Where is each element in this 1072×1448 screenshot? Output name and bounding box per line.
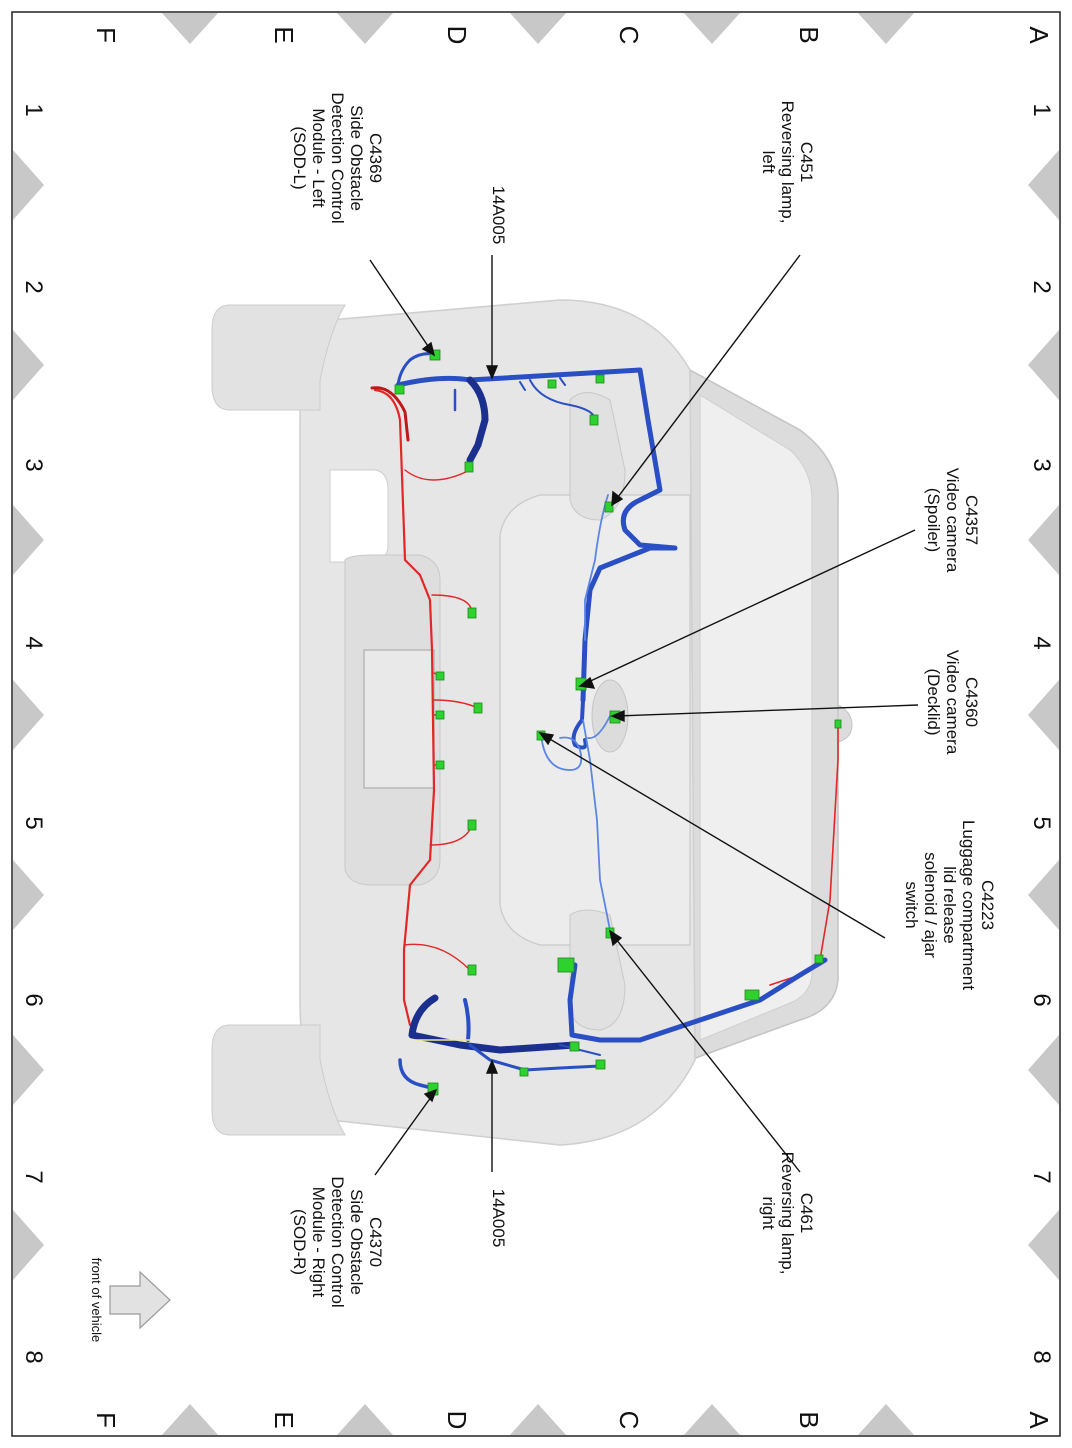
grid-letter-c-top: C bbox=[614, 26, 644, 45]
callout-c4223-id: C4223 bbox=[978, 880, 997, 930]
callout-harness-top-id: 14A005 bbox=[489, 186, 508, 245]
grid-letter-f-bottom: F bbox=[91, 1412, 121, 1428]
callout-c4360-line-2: (Decklid) bbox=[924, 668, 943, 735]
callout-c4369: C4369 Side Obstacle Detection Control Mo… bbox=[290, 92, 385, 223]
callout-c4369-line-3: Module - Left bbox=[309, 108, 328, 207]
grid-number-1-right: 1 bbox=[1028, 103, 1055, 116]
grid-number-5-right: 5 bbox=[1028, 816, 1055, 829]
grid-number-3-right: 3 bbox=[1028, 458, 1055, 471]
grid-number-6-left: 6 bbox=[20, 993, 47, 1006]
callout-c4360-line-1: Video camera bbox=[943, 650, 962, 755]
callout-harness-top: 14A005 bbox=[489, 186, 508, 245]
callout-c4369-id: C4369 bbox=[366, 133, 385, 183]
callout-c461-line-2: right bbox=[759, 1196, 778, 1229]
grid-numbers-right: 1 2 3 4 5 6 7 8 bbox=[1028, 103, 1055, 1363]
grid-number-2-right: 2 bbox=[1028, 280, 1055, 293]
grid-number-4-left: 4 bbox=[20, 636, 47, 649]
callout-c4369-line-1: Side Obstacle bbox=[347, 105, 366, 211]
grid-letter-d-top: D bbox=[442, 26, 472, 45]
callout-harness-bottom: 14A005 bbox=[489, 1189, 508, 1248]
grid-number-7-left: 7 bbox=[20, 1170, 47, 1183]
callout-c4370-line-3: Module - Right bbox=[309, 1187, 328, 1298]
grid-letter-b-bottom: B bbox=[794, 1411, 824, 1428]
front-arrow-icon bbox=[109, 1270, 171, 1330]
grid-number-6-right: 6 bbox=[1028, 993, 1055, 1006]
grid-numbers-left: 1 2 3 4 5 6 7 8 bbox=[20, 103, 47, 1363]
callout-c451-line-2: left bbox=[759, 151, 778, 174]
connector-c4369 bbox=[429, 349, 441, 361]
grid-letter-d-bottom: D bbox=[442, 1411, 472, 1430]
blue-harness-right bbox=[567, 957, 828, 1043]
front-of-vehicle-label: front of vehicle bbox=[89, 1258, 104, 1343]
callout-c451-line-1: Reversing lamp, bbox=[778, 101, 797, 224]
grid-markers-top bbox=[162, 13, 914, 44]
connector-c451 bbox=[604, 501, 614, 513]
callout-c451-id: C451 bbox=[797, 142, 816, 183]
callout-c4369-line-2: Detection Control bbox=[328, 92, 347, 223]
callout-c4370-id: C4370 bbox=[366, 1217, 385, 1267]
vehicle-rear-body bbox=[211, 299, 853, 1146]
leader-lines bbox=[369, 254, 919, 1176]
callout-c4357-line-1: Video camera bbox=[943, 468, 962, 573]
grid-number-5-left: 5 bbox=[20, 816, 47, 829]
grid-letter-f-top: F bbox=[91, 27, 121, 43]
grid-letter-e-top: E bbox=[269, 26, 299, 43]
grid-number-4-right: 4 bbox=[1028, 636, 1055, 649]
callout-c4360: C4360 Video camera (Decklid) bbox=[924, 650, 981, 755]
grid-letters-bottom: A B C D E F bbox=[91, 1411, 1054, 1430]
grid-number-2-left: 2 bbox=[20, 280, 47, 293]
callout-c4357-id: C4357 bbox=[962, 495, 981, 545]
callout-c4223-line-1: Luggage compartment bbox=[959, 820, 978, 990]
diagram-frame bbox=[11, 11, 1061, 1437]
wiring-harnesses bbox=[370, 352, 839, 1090]
blue-harness-main bbox=[395, 367, 678, 703]
callout-c4357: C4357 Video camera (Spoiler) bbox=[924, 468, 981, 573]
callout-c4370-line-2: Detection Control bbox=[328, 1176, 347, 1307]
grid-letter-e-bottom: E bbox=[269, 1411, 299, 1428]
grid-number-8-left: 8 bbox=[20, 1350, 47, 1363]
callout-c4370: C4370 Side Obstacle Detection Control Mo… bbox=[290, 1176, 385, 1307]
grid-number-1-left: 1 bbox=[20, 103, 47, 116]
grid-letter-c-bottom: C bbox=[614, 1411, 644, 1430]
grid-number-7-right: 7 bbox=[1028, 1170, 1055, 1183]
callout-c4223-line-3: solenoid / ajar bbox=[921, 852, 940, 958]
callout-c4369-line-4: (SOD-L) bbox=[290, 126, 309, 189]
front-of-vehicle-indicator: front of vehicle bbox=[89, 1258, 171, 1343]
callout-c4360-id: C4360 bbox=[962, 677, 981, 727]
grid-letter-a-top: A bbox=[1024, 26, 1054, 44]
grid-letters-top: A B C D E F bbox=[91, 26, 1054, 45]
callout-c4223-line-4: switch bbox=[902, 881, 921, 928]
grid-letter-a-bottom: A bbox=[1024, 1411, 1054, 1429]
callout-c4223-line-2: lid release bbox=[940, 866, 959, 944]
grid-markers-left bbox=[13, 150, 44, 1280]
callout-c461: C461 Reversing lamp, right bbox=[759, 1152, 816, 1275]
grid-letter-b-top: B bbox=[794, 26, 824, 43]
callout-c4370-line-1: Side Obstacle bbox=[347, 1189, 366, 1295]
callout-c4357-line-2: (Spoiler) bbox=[924, 488, 943, 552]
callout-c4370-line-4: (SOD-R) bbox=[290, 1209, 309, 1275]
grid-markers-right bbox=[1028, 150, 1059, 1280]
callout-c461-line-1: Reversing lamp, bbox=[778, 1152, 797, 1275]
callout-c4223: C4223 Luggage compartment lid release so… bbox=[902, 820, 997, 990]
callout-harness-bottom-id: 14A005 bbox=[489, 1189, 508, 1248]
red-harness bbox=[373, 388, 436, 1027]
grid-markers-bottom bbox=[162, 1404, 914, 1435]
grid-number-8-right: 8 bbox=[1028, 1350, 1055, 1363]
callout-c461-id: C461 bbox=[797, 1193, 816, 1234]
grid-number-3-left: 3 bbox=[20, 458, 47, 471]
callout-c451: C451 Reversing lamp, left bbox=[759, 101, 816, 224]
